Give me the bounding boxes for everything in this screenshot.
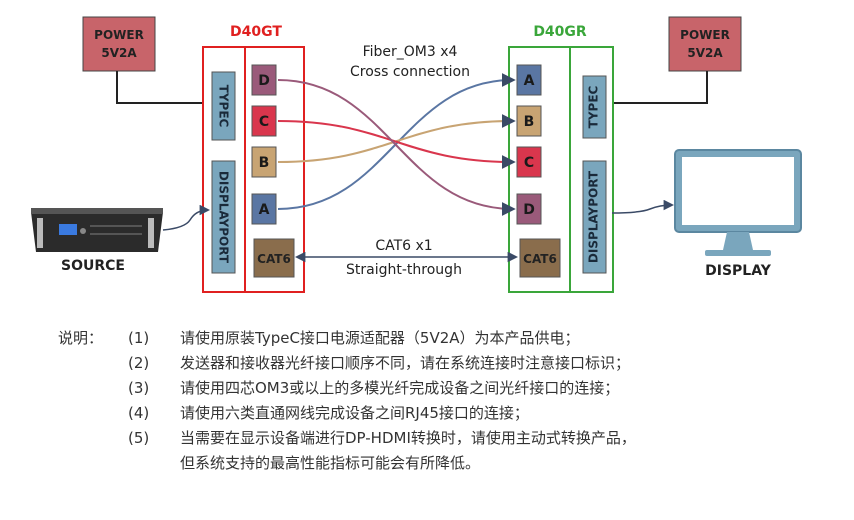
left-fiber-ports: D C B A: [251, 64, 277, 225]
right-fiber-port-a: A: [516, 64, 542, 96]
left-cat6-port: CAT6: [253, 238, 295, 278]
right-fiber-ports: A B C D: [516, 64, 542, 225]
left-device-title: D40GT: [230, 24, 282, 40]
power-cable-left: [116, 71, 210, 104]
power-right-line2: 5V2A: [687, 46, 723, 60]
right-displayport-label: DISPLAYPORT: [587, 170, 601, 263]
source-label: SOURCE: [61, 258, 125, 274]
left-fiber-port-label: D: [258, 73, 270, 89]
cat6-label-line1: CAT6 x1: [375, 238, 432, 254]
note-item: (4) 请使用六类直通网线完成设备之间RJ45接口的连接；: [58, 401, 636, 426]
fiber-cable-c: [277, 120, 516, 169]
right-fiber-port-label: A: [524, 73, 535, 89]
fiber-label-line1: Fiber_OM3 x4: [363, 44, 458, 60]
fiber-cables: [277, 73, 516, 216]
display-label: DISPLAY: [705, 263, 772, 279]
notes-section: 说明： (1) 请使用原装TypeC接口电源适配器（5V2A）为本产品供电； (…: [58, 326, 636, 476]
right-device-title: D40GR: [533, 24, 587, 40]
right-fiber-port-c: C: [516, 146, 542, 178]
right-fiber-port-label: D: [523, 202, 535, 218]
source-device-icon: [31, 208, 163, 252]
left-displayport-label: DISPLAYPORT: [217, 171, 231, 264]
power-left-line2: 5V2A: [101, 46, 137, 60]
left-fiber-port-label: B: [259, 155, 270, 171]
display-monitor-icon: [674, 149, 802, 256]
note-continuation: 但系统支持的最高性能指标可能会有所降低。: [180, 454, 481, 472]
note-item: 说明： (1) 请使用原装TypeC接口电源适配器（5V2A）为本产品供电；: [58, 326, 636, 351]
left-typec-port: [211, 71, 236, 141]
fiber-label-line2: Cross connection: [350, 64, 470, 80]
note-text: 请使用六类直通网线完成设备之间RJ45接口的连接；: [180, 404, 529, 422]
left-fiber-port-c: C: [251, 105, 277, 137]
left-fiber-port-label: A: [259, 202, 270, 218]
notes-heading: 说明：: [58, 329, 104, 347]
left-fiber-port-label: C: [259, 114, 269, 130]
right-typec-port: [582, 75, 607, 139]
note-number: (4): [128, 404, 150, 422]
left-fiber-port-a: A: [251, 193, 277, 225]
power-adapter-left: POWER 5V2A: [82, 16, 156, 72]
note-number: (5): [128, 429, 150, 447]
left-displayport-port: [211, 160, 236, 274]
note-number: (1): [128, 329, 150, 347]
right-fiber-port-label: B: [524, 114, 535, 130]
connection-diagram: POWER 5V2A POWER 5V2A D40GT D40GR TYPEC …: [31, 16, 802, 293]
right-fiber-port-d: D: [516, 193, 542, 225]
fiber-cable-d: [277, 79, 516, 216]
left-fiber-port-b: B: [251, 146, 277, 178]
note-text: 发送器和接收器光纤接口顺序不同，请在系统连接时注意接口标识；: [180, 354, 631, 372]
note-text: 请使用原装TypeC接口电源适配器（5V2A）为本产品供电；: [180, 329, 580, 347]
display-cable: [611, 199, 675, 214]
right-displayport-port: [582, 160, 607, 274]
right-typec-label: TYPEC: [587, 85, 601, 128]
note-item: (5) 当需要在显示设备端进行DP-HDMI转换时，请使用主动式转换产品，: [58, 426, 636, 451]
note-number: (2): [128, 354, 150, 372]
source-cable: [162, 204, 211, 231]
right-cat6-label: CAT6: [523, 252, 557, 266]
power-left-line1: POWER: [94, 28, 144, 42]
right-fiber-port-b: B: [516, 105, 542, 137]
power-adapter-right: POWER 5V2A: [668, 16, 742, 72]
note-number: (3): [128, 379, 150, 397]
note-text: 请使用四芯OM3或以上的多模光纤完成设备之间光纤接口的连接；: [180, 379, 620, 397]
left-fiber-port-d: D: [251, 64, 277, 96]
power-right-line1: POWER: [680, 28, 730, 42]
left-cat6-label: CAT6: [257, 252, 291, 266]
note-text: 当需要在显示设备端进行DP-HDMI转换时，请使用主动式转换产品，: [180, 429, 636, 447]
note-item: (2) 发送器和接收器光纤接口顺序不同，请在系统连接时注意接口标识；: [58, 351, 636, 376]
note-item: (3) 请使用四芯OM3或以上的多模光纤完成设备之间光纤接口的连接；: [58, 376, 636, 401]
right-fiber-port-label: C: [524, 155, 534, 171]
power-cable-right: [612, 71, 708, 104]
cat6-label-line2: Straight-through: [346, 262, 462, 278]
right-cat6-port: CAT6: [519, 238, 561, 278]
left-typec-label: TYPEC: [217, 85, 231, 128]
